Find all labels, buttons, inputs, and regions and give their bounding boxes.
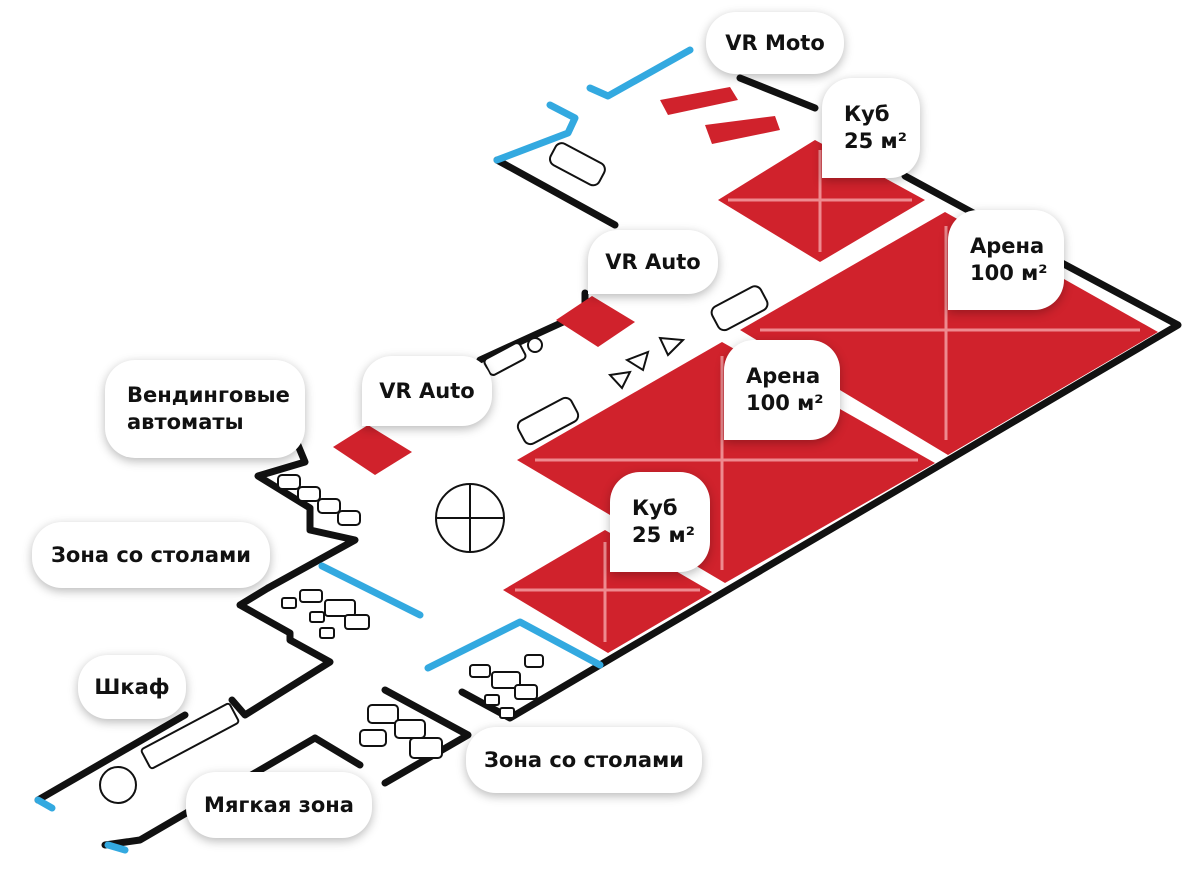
label-cube-bottom-line2: 25 м² — [632, 523, 695, 547]
label-cube-top-line2: 25 м² — [844, 129, 907, 153]
label-wardrobe-text: Шкаф — [94, 674, 170, 699]
vr-auto-top-zone — [556, 296, 635, 347]
windows — [34, 46, 694, 854]
label-vr-auto-left-text: VR Auto — [379, 378, 475, 403]
label-vending: Вендинговые автоматы — [105, 360, 305, 458]
label-cube-top-line1: Куб — [844, 102, 890, 126]
vr-moto-seat-2 — [705, 116, 780, 144]
label-tables-bottom-text: Зона со столами — [483, 747, 684, 772]
vr-moto-seat-1 — [660, 87, 738, 115]
label-vr-auto-left: VR Auto — [362, 356, 492, 426]
label-tables-left-text: Зона со столами — [50, 542, 251, 567]
label-arena-right-line2: 100 м² — [970, 261, 1048, 285]
label-arena-right-line1: Арена — [970, 234, 1045, 258]
furniture — [99, 142, 769, 804]
label-vending-line2: автоматы — [127, 410, 244, 434]
arena-right-zone — [740, 212, 1158, 455]
dimension-arrows — [515, 150, 1140, 642]
label-wardrobe: Шкаф — [78, 655, 186, 719]
label-arena-right: Арена 100 м² — [948, 210, 1064, 310]
label-vr-moto: VR Moto — [706, 12, 844, 74]
label-cube-bottom: Куб 25 м² — [610, 472, 710, 572]
label-tables-left: Зона со столами — [32, 522, 270, 588]
label-soft-zone: Мягкая зона — [186, 772, 372, 838]
label-cube-bottom-line1: Куб — [632, 496, 678, 520]
arena-middle-zone — [517, 342, 935, 583]
label-soft-zone-text: Мягкая зона — [204, 792, 354, 817]
label-cube-top: Куб 25 м² — [822, 78, 920, 178]
label-vr-auto-top-text: VR Auto — [605, 249, 701, 274]
label-arena-middle: Арена 100 м² — [724, 340, 840, 440]
vr-auto-left-zone — [333, 425, 412, 475]
label-vending-line1: Вендинговые — [127, 383, 290, 407]
label-arena-middle-line1: Арена — [746, 364, 821, 388]
label-arena-middle-line2: 100 м² — [746, 391, 824, 415]
label-vr-auto-top: VR Auto — [588, 230, 718, 294]
label-vr-moto-text: VR Moto — [725, 30, 825, 55]
label-tables-bottom: Зона со столами — [466, 727, 702, 793]
